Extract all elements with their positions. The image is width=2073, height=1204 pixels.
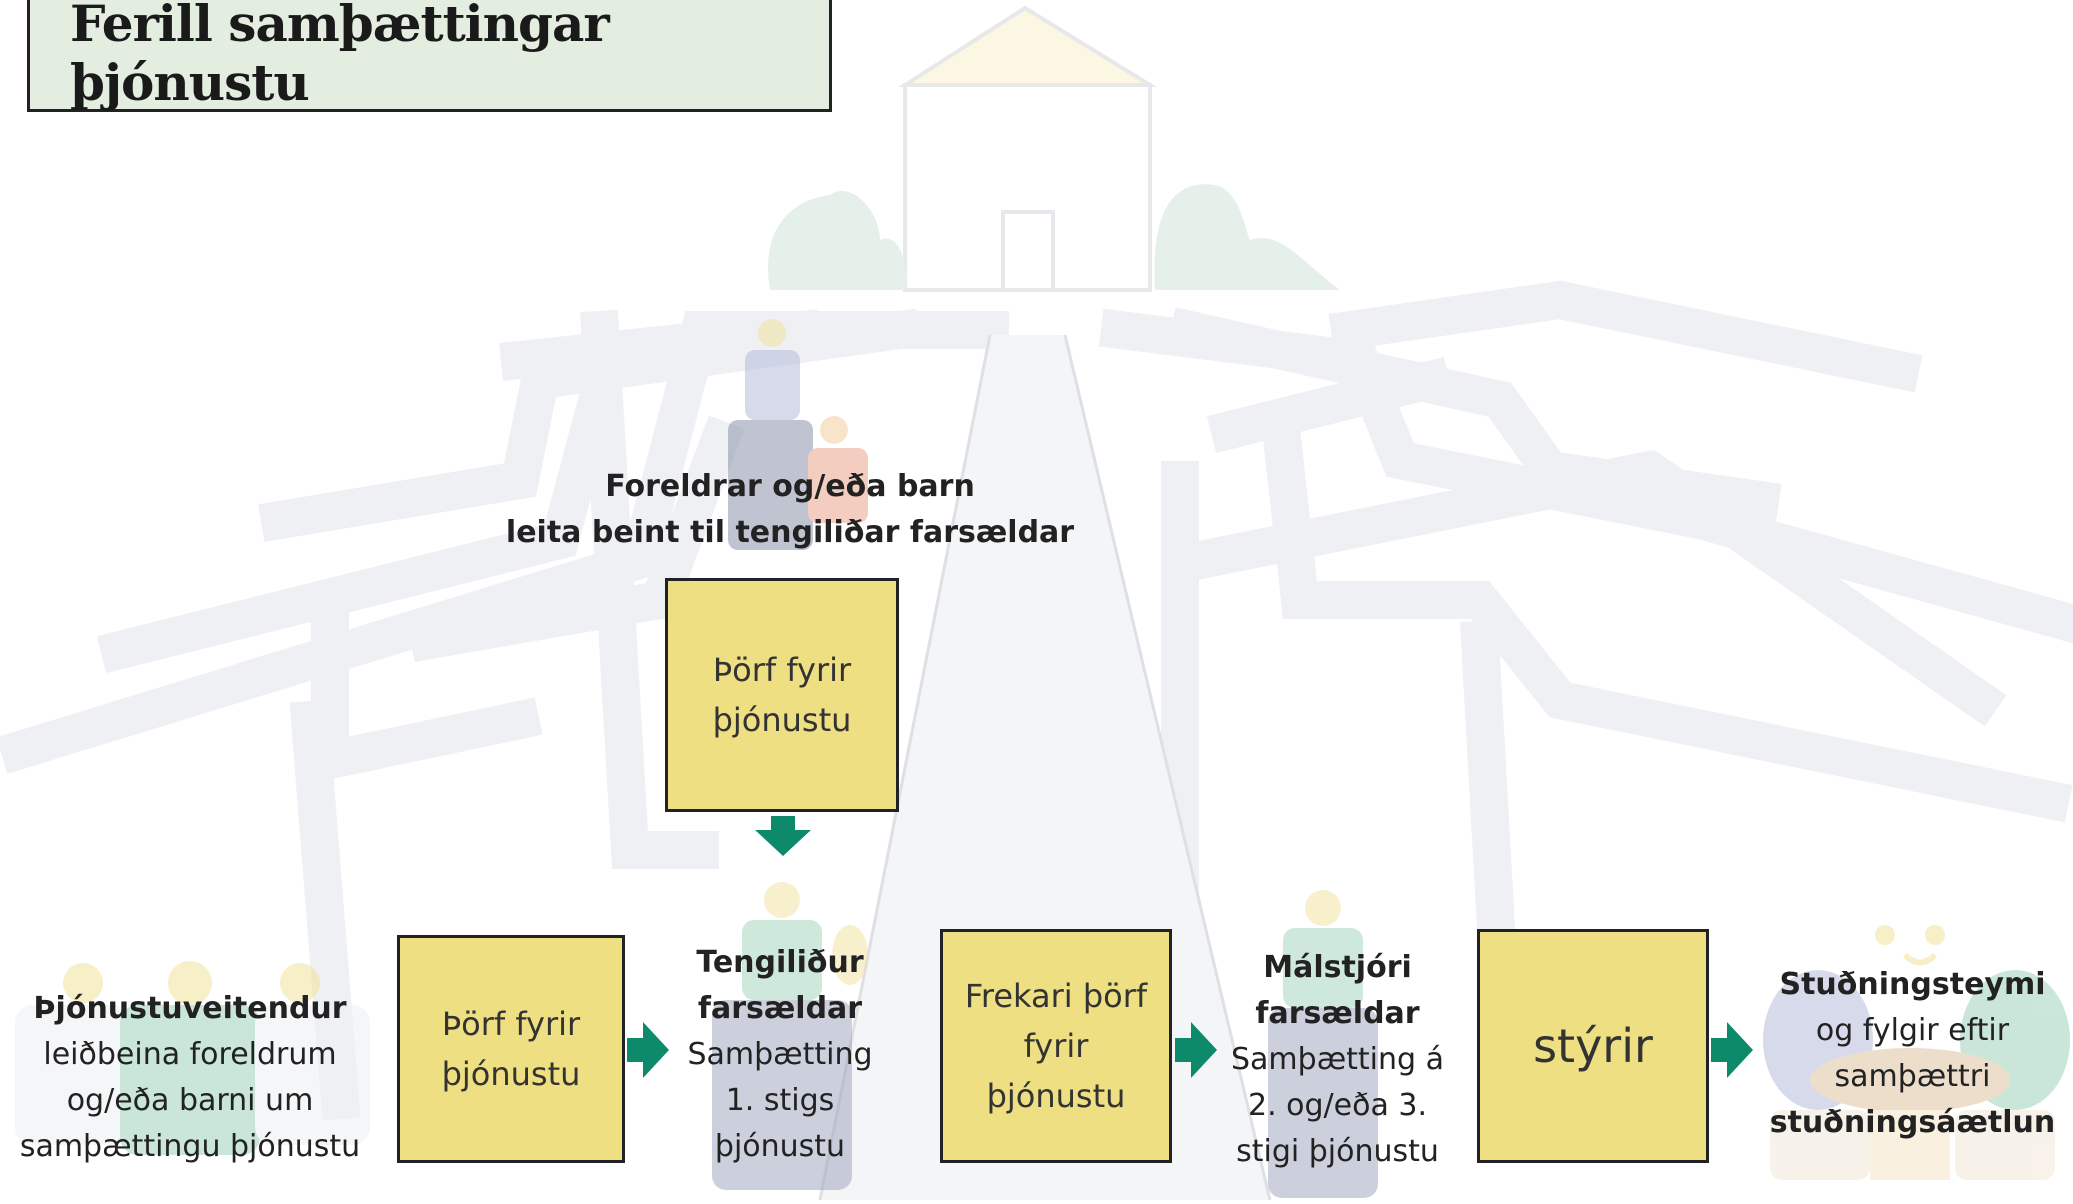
contact-person-line2: 1. stigs — [725, 1083, 835, 1118]
parents-label-line2: leita beint til tengiliðar farsældar — [505, 515, 1075, 550]
right-arrow-1 — [627, 1022, 669, 1078]
need-for-service-box: Þörf fyrir þjónustu — [397, 935, 625, 1163]
right-arrow-2 — [1175, 1022, 1217, 1078]
title-box: Ferill samþættingar þjónustu — [27, 0, 832, 112]
support-team-line1: og fylgir eftir — [1815, 1013, 2010, 1048]
support-team-label: Stuðningsteymi og fylgir eftir samþættri… — [1755, 962, 2070, 1146]
case-manager-label: Málstjóri farsældar Samþætting á 2. og/e… — [1205, 945, 1470, 1175]
case-manager-line3: stigi þjónustu — [1236, 1134, 1439, 1169]
service-providers-title: Þjónustuveitendur — [33, 991, 347, 1026]
contact-person-label: Tengiliður farsældar Samþætting 1. stigs… — [655, 940, 905, 1170]
service-providers-figures — [15, 961, 370, 1155]
right-arrow-3 — [1711, 1022, 1753, 1078]
down-arrow — [755, 816, 811, 856]
box2-line3: þjónustu — [986, 1077, 1126, 1115]
contact-person-line1: Samþætting — [687, 1037, 873, 1072]
support-team-line2: samþættri — [1834, 1059, 1991, 1094]
directs-box: stýrir — [1477, 929, 1709, 1163]
service-providers-label: Þjónustuveitendur leiðbeina foreldrum og… — [5, 986, 375, 1170]
contact-person-title1: Tengiliður — [696, 945, 864, 980]
team-at-table-figure — [1763, 925, 2070, 1180]
house-illustration — [768, 5, 1340, 292]
contact-person-title2: farsældar — [697, 991, 863, 1026]
case-manager-line1: Samþætting á — [1231, 1042, 1444, 1077]
box1-line1: Þörf fyrir — [441, 1005, 581, 1043]
top-box-line2: þjónustu — [712, 701, 852, 739]
need-for-service-top-box: Þörf fyrir þjónustu — [665, 578, 899, 812]
service-providers-line2: og/eða barni um — [66, 1083, 314, 1118]
case-manager-line2: 2. og/eða 3. — [1247, 1088, 1428, 1123]
case-manager-figure — [1268, 890, 1378, 1198]
service-providers-line1: leiðbeina foreldrum — [43, 1037, 337, 1072]
page-title: Ferill samþættingar þjónustu — [70, 0, 610, 112]
case-manager-title1: Málstjóri — [1263, 950, 1412, 985]
service-providers-line3: samþættingu þjónustu — [19, 1129, 361, 1164]
box1-line2: þjónustu — [441, 1055, 581, 1093]
parent-child-figure — [728, 319, 868, 550]
support-team-plan: stuðningsáætlun — [1769, 1105, 2056, 1140]
case-manager-title2: farsældar — [1255, 996, 1420, 1031]
parents-label-line1: Foreldrar og/eða barn — [605, 469, 975, 504]
contact-person-figure — [712, 882, 868, 1190]
top-box-line1: Þörf fyrir — [712, 651, 852, 689]
parents-label: Foreldrar og/eða barn leita beint til te… — [505, 464, 1075, 556]
maze-paths-illustration — [0, 280, 2073, 1121]
contact-person-line3: þjónustu — [714, 1129, 846, 1164]
support-team-title: Stuðningsteymi — [1779, 967, 2046, 1002]
box2-line1: Frekari þörf — [964, 977, 1148, 1015]
box2-line2: fyrir — [1023, 1027, 1089, 1065]
box3-text: stýrir — [1533, 1019, 1653, 1073]
further-need-box: Frekari þörf fyrir þjónustu — [940, 929, 1172, 1163]
